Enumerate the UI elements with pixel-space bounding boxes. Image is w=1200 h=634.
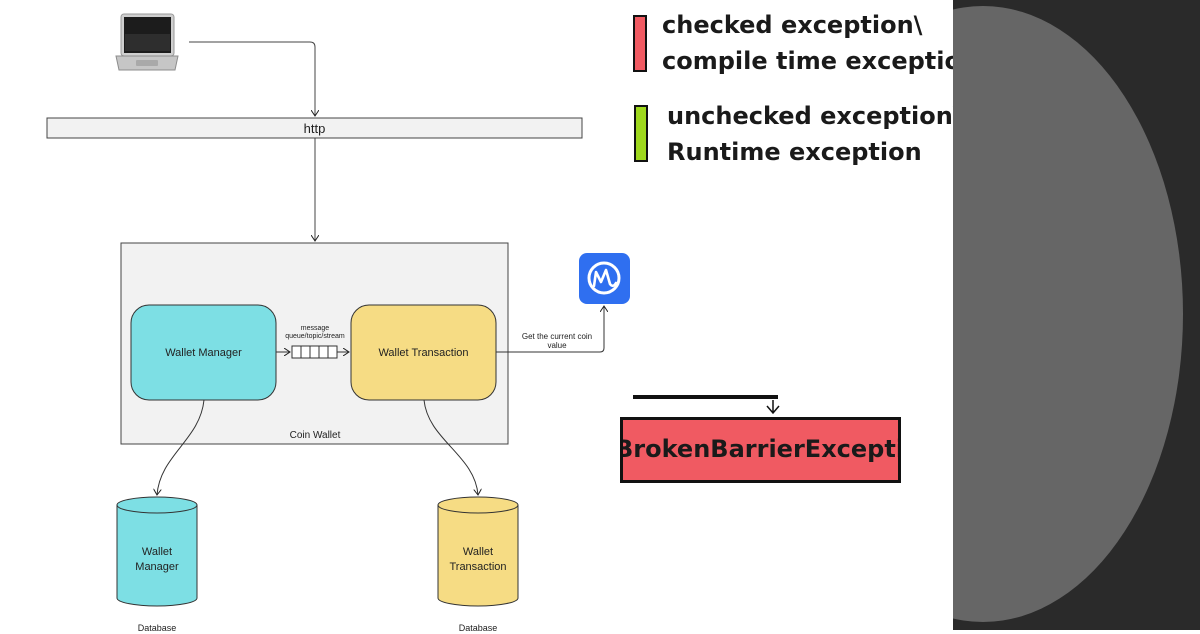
transaction-to-logo-connector [496,306,604,353]
external-call-label-line2: value [547,341,567,350]
db-manager-label-line2: Manager [135,561,179,573]
queue-label-line2: queue/topic/stream [285,333,345,340]
db-transaction-label-line1: Wallet [462,546,494,558]
queue-label: message queue/topic/stream [272,325,358,341]
legend-unchecked-line1: unchecked exception\ [667,102,962,130]
queue-label-line1: message [300,325,330,332]
broken-barrier-exception-label: BrokenBarrierException [620,435,898,463]
db-manager-caption: Database [137,623,177,633]
http-bar-label: http [303,120,326,136]
hierarchy-arrow-icon [766,400,780,415]
wallet-manager-database [116,496,198,607]
wallet-manager-label: Wallet Manager [165,346,242,359]
architecture-diagram [46,13,780,607]
message-queue [291,345,338,359]
manager-to-db-connector [157,399,205,495]
coinmarketcap-logo-icon [579,253,630,304]
legend-checked-line2: compile time exception [662,47,979,75]
wallet-transaction-label: Wallet Transaction [378,346,469,359]
wallet-transaction-database [437,496,519,607]
legend-unchecked-swatch [634,105,648,162]
broken-barrier-exception-box: BrokenBarrierException [620,417,901,483]
db-transaction-label: Wallet Transaction [438,540,518,580]
legend-checked-line1: checked exception\ [662,11,923,39]
external-call-label-line1: Get the current coin [521,332,593,341]
laptop-icon [115,13,179,71]
decorative-circle [953,6,1183,622]
db-manager-label: Wallet Manager [117,540,197,580]
external-call-label: Get the current coin value [510,332,604,350]
laptop-to-http-connector [189,41,315,116]
legend-unchecked-line2: Runtime exception [667,138,922,166]
transaction-to-db-connector [423,399,478,495]
coin-wallet-label: Coin Wallet [289,429,341,441]
db-transaction-caption: Database [458,623,498,633]
db-transaction-label-line2: Transaction [449,561,507,573]
right-decorative-panel [953,0,1200,630]
db-manager-label-line1: Wallet [141,546,173,558]
legend-checked-swatch [633,15,647,72]
